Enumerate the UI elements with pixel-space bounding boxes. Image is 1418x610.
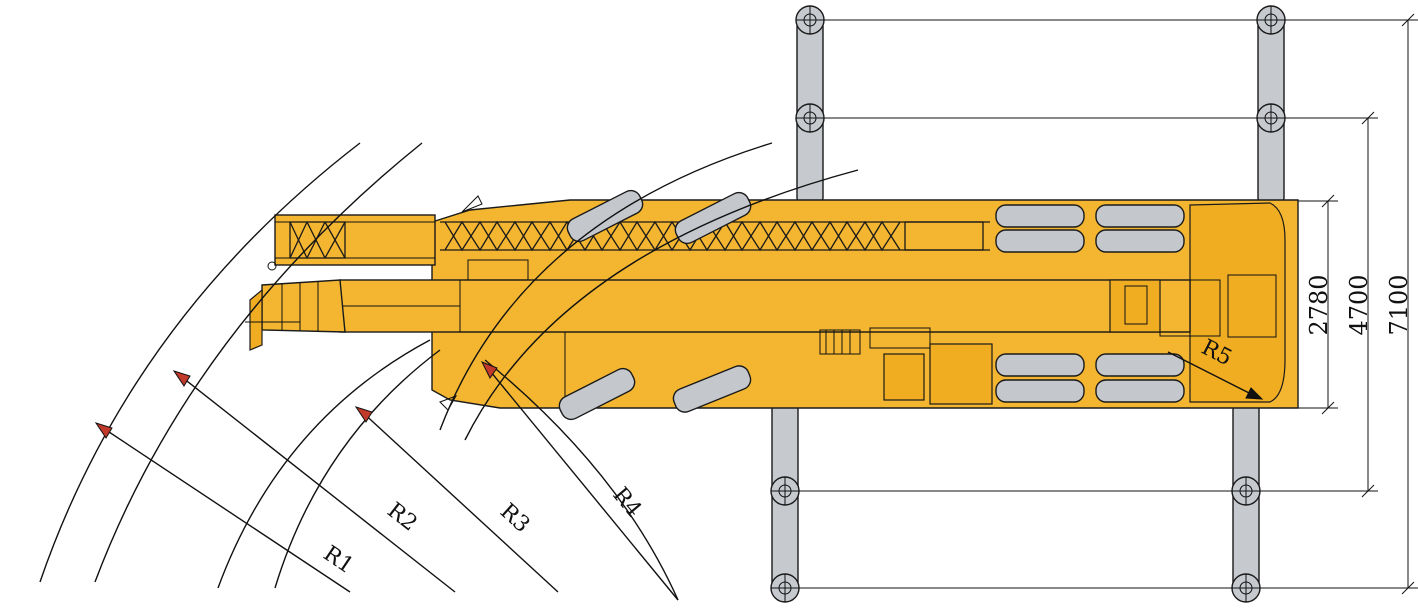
tyre-6: [995, 379, 1085, 403]
tyre-4: [1095, 229, 1185, 253]
dimension-label-7100: 7100: [1385, 274, 1413, 335]
leader-r3: [359, 409, 559, 593]
tyre-8: [1095, 379, 1185, 403]
fly-jib: [274, 214, 436, 266]
telescopic-boom: [339, 279, 1191, 333]
outrigger-pad-3: [795, 103, 825, 133]
tyre-3: [1095, 204, 1185, 228]
arrow-head-r4: [480, 361, 498, 379]
arc-upper-2: [464, 169, 859, 441]
jib-frame: [274, 214, 436, 266]
outrigger-pad-7: [770, 573, 800, 603]
arrow-head-r2: [172, 370, 191, 387]
boom-head: [245, 261, 346, 351]
arrow-head-r5: [1245, 387, 1264, 400]
tyre-1: [995, 204, 1085, 228]
dimension-label-2780: 2780: [1305, 274, 1333, 335]
arc-upper-1: [439, 142, 773, 431]
radius-label-r4: R4: [607, 483, 646, 522]
leader-r5: [1167, 351, 1256, 397]
tyre-5: [995, 353, 1085, 377]
arc-outer-2: [94, 142, 423, 583]
leader-r2: [177, 373, 456, 593]
arc-r4: [484, 359, 679, 601]
arc-r3: [217, 339, 431, 589]
leader-r4: [485, 365, 679, 601]
outrigger-pad-1: [795, 5, 825, 35]
engine-box: [929, 343, 993, 405]
tyres: [995, 204, 1185, 403]
radius-label-r2: R2: [382, 498, 421, 537]
swing-counterweights: [558, 189, 752, 421]
cab: [1189, 202, 1286, 403]
radius-arcs: [39, 142, 859, 601]
radius-leaders: [94, 351, 1264, 601]
crane-carrier: [339, 199, 1299, 409]
arrow-head-r3: [354, 406, 373, 423]
tyre-2: [995, 229, 1085, 253]
dimension-label-4700: 4700: [1345, 274, 1373, 335]
outrigger-pad-5: [770, 476, 800, 506]
tyre-7: [1095, 353, 1185, 377]
winch-detail: [819, 327, 931, 355]
radius-label-r3: R3: [495, 499, 534, 538]
radius-label-r1: R1: [319, 541, 358, 579]
arc-outer-1: [39, 142, 361, 583]
leader-r1: [99, 425, 351, 593]
dimension-lines: [799, 13, 1418, 595]
arrow-head-r1: [94, 422, 113, 439]
mirror-top-icon: [461, 195, 483, 213]
